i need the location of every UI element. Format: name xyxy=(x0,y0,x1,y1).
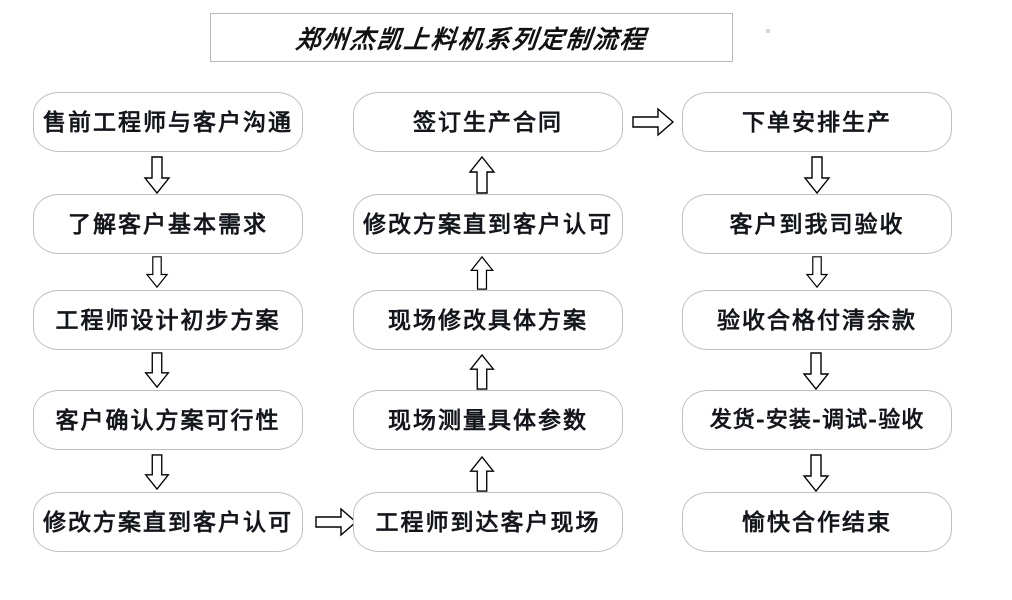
node-label: 修改方案直到客户认可 xyxy=(43,508,293,536)
node-label: 了解客户基本需求 xyxy=(68,210,268,238)
node-label: 现场测量具体参数 xyxy=(388,406,588,434)
node-label: 发货-安装-调试-验收 xyxy=(709,407,925,433)
node-label: 售前工程师与客户沟通 xyxy=(43,108,293,136)
node-label: 工程师到达客户现场 xyxy=(375,508,601,536)
node-sign-contract[interactable]: 签订生产合同 xyxy=(353,92,623,152)
node-place-order-production[interactable]: 下单安排生产 xyxy=(682,92,952,152)
arrow-down-icon xyxy=(144,352,170,389)
arrow-right-icon xyxy=(632,107,675,137)
node-label: 修改方案直到客户认可 xyxy=(363,210,613,238)
node-presales-communication[interactable]: 售前工程师与客户沟通 xyxy=(33,92,303,152)
canvas-speck xyxy=(766,29,770,33)
node-onsite-measure-params[interactable]: 现场测量具体参数 xyxy=(353,390,623,450)
arrow-down-icon xyxy=(802,352,830,391)
node-label: 验收合格付清余款 xyxy=(717,306,917,334)
arrow-down-icon xyxy=(145,256,169,289)
node-label: 签订生产合同 xyxy=(413,108,563,136)
node-revise-until-approved-1[interactable]: 修改方案直到客户认可 xyxy=(33,492,303,552)
node-label: 客户到我司验收 xyxy=(729,210,905,238)
node-label: 客户确认方案可行性 xyxy=(55,406,281,434)
arrow-down-icon xyxy=(803,156,831,195)
node-revise-until-approved-2[interactable]: 修改方案直到客户认可 xyxy=(353,194,623,254)
node-label: 工程师设计初步方案 xyxy=(55,306,281,334)
arrow-up-icon xyxy=(469,455,495,492)
node-engineer-draft-plan[interactable]: 工程师设计初步方案 xyxy=(33,290,303,350)
arrow-down-icon xyxy=(805,256,829,289)
node-customer-inspection[interactable]: 客户到我司验收 xyxy=(682,194,952,254)
node-engineer-arrive-onsite[interactable]: 工程师到达客户现场 xyxy=(353,492,623,552)
node-onsite-revise-plan[interactable]: 现场修改具体方案 xyxy=(353,290,623,350)
node-understand-needs[interactable]: 了解客户基本需求 xyxy=(33,194,303,254)
arrow-right-icon xyxy=(315,507,358,537)
node-label: 愉快合作结束 xyxy=(742,508,892,536)
arrow-down-icon xyxy=(802,454,830,493)
chart-title-box: 郑州杰凯上料机系列定制流程 xyxy=(210,13,733,62)
arrow-up-icon xyxy=(469,353,495,390)
node-customer-confirm-plan[interactable]: 客户确认方案可行性 xyxy=(33,390,303,450)
page-title: 郑州杰凯上料机系列定制流程 xyxy=(294,24,649,54)
node-pay-balance[interactable]: 验收合格付清余款 xyxy=(682,290,952,350)
arrow-down-icon xyxy=(143,156,171,195)
arrow-up-icon xyxy=(468,155,496,194)
node-label: 下单安排生产 xyxy=(742,108,892,136)
node-label: 现场修改具体方案 xyxy=(388,306,588,334)
node-ship-install-test-accept[interactable]: 发货-安装-调试-验收 xyxy=(682,390,952,450)
node-cooperation-complete[interactable]: 愉快合作结束 xyxy=(682,492,952,552)
arrow-down-icon xyxy=(144,454,170,491)
arrow-up-icon xyxy=(469,255,495,290)
